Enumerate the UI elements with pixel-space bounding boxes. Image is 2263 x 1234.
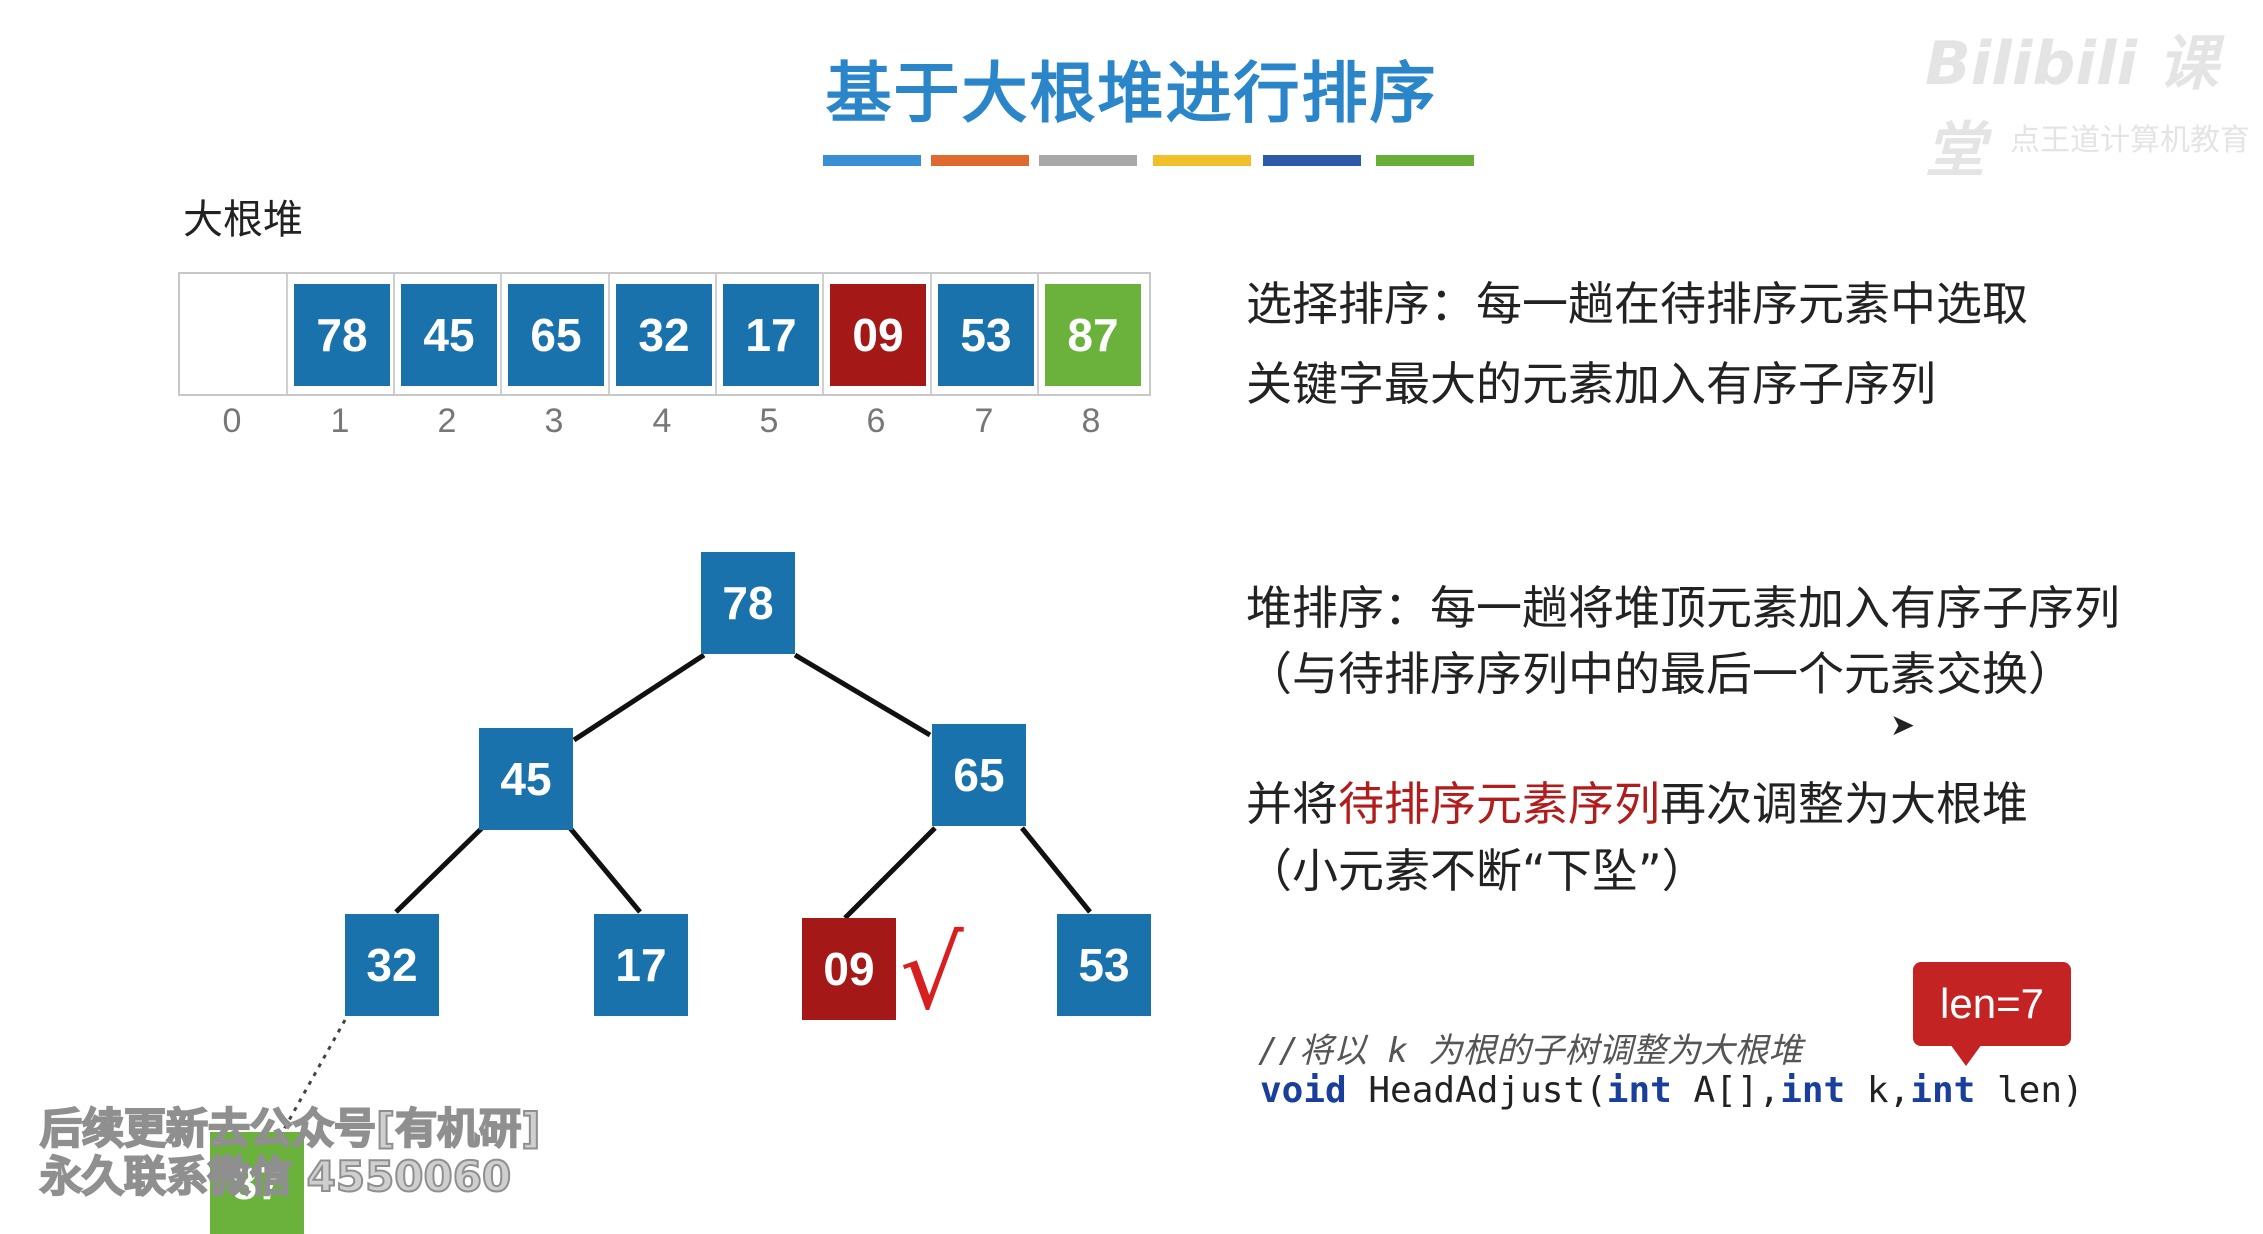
array-cell: 32: [616, 284, 712, 386]
array-cell: [184, 284, 280, 386]
title-bar: [1153, 155, 1251, 166]
tree-node: 78: [701, 552, 795, 654]
code-comment: //将以 k 为根的子树调整为大根堆: [1258, 1031, 1803, 1071]
array-index: 6: [866, 402, 886, 440]
array-index: 8: [1081, 402, 1101, 440]
heap-array: 78 45 65 32 17 09 53 87: [178, 272, 1151, 396]
logo-sub-text: 点王道计算机教育: [2010, 123, 2250, 158]
adjust-line2: （小元素不断“下坠”）: [1246, 844, 1708, 898]
array-separator: [1037, 274, 1039, 394]
array-cell: 09: [830, 284, 926, 386]
code-keyword: int: [1780, 1070, 1846, 1111]
selection-sort-line2: 关键字最大的元素加入有序子序列: [1246, 357, 1936, 411]
tree-edges: [276, 652, 1092, 1141]
code-text: HeadAdjust(: [1346, 1070, 1607, 1111]
array-separator: [500, 274, 502, 394]
selection-sort-line1: 选择排序：每一趟在待排序元素中选取: [1246, 277, 2028, 331]
len-badge: len=7: [1913, 962, 2071, 1046]
tree-node: 09: [802, 918, 896, 1020]
tree-edge: [843, 826, 937, 920]
heap-sort-line1: 堆排序：每一趟将堆顶元素加入有序子序列: [1246, 581, 2120, 635]
logo-main-text: Bilibili 课堂: [1925, 29, 2218, 186]
code-keyword: void: [1260, 1070, 1347, 1111]
bilibili-logo: Bilibili 课堂 点王道计算机教育: [1925, 15, 2263, 186]
tree-edge: [568, 826, 642, 914]
tree-node: 65: [932, 724, 1026, 826]
adjust-prefix: 并将: [1246, 777, 1338, 831]
array-index: 3: [544, 402, 564, 440]
watermark-line2: 永久联系微信 4550060: [39, 1151, 512, 1202]
len-badge-pointer: [1950, 1044, 1982, 1066]
tree-edge: [394, 826, 484, 914]
array-index: 1: [330, 402, 350, 440]
page-title: 基于大根堆进行排序: [825, 55, 1438, 132]
code-keyword: int: [1606, 1070, 1672, 1111]
array-separator: [286, 274, 288, 394]
title-bar: [823, 155, 921, 166]
tree-edge: [572, 652, 706, 743]
tree-node: 53: [1057, 914, 1151, 1016]
code-text: len): [1975, 1070, 2084, 1111]
array-index: 5: [759, 402, 779, 440]
code-line: void HeadAdjust(int A[],int k,int len): [1260, 1070, 2084, 1111]
array-separator: [715, 274, 717, 394]
array-cell: 78: [294, 284, 390, 386]
tree-node: 32: [345, 914, 439, 1016]
tree-node: 45: [479, 728, 573, 830]
array-index: 0: [222, 402, 242, 440]
tree-edge-dotted: [276, 1019, 347, 1141]
heap-label: 大根堆: [183, 197, 303, 243]
title-bar: [1376, 155, 1474, 166]
tree-edge: [1020, 826, 1092, 914]
array-separator: [930, 274, 932, 394]
code-text: A[],: [1671, 1070, 1781, 1111]
adjust-highlight: 待排序元素序列: [1338, 777, 1660, 831]
code-keyword: int: [1910, 1070, 1976, 1111]
code-text: k,: [1845, 1070, 1911, 1111]
array-cell: 87: [1045, 284, 1141, 386]
array-index: 7: [974, 402, 994, 440]
tree-node: 17: [594, 914, 688, 1016]
array-index: 4: [652, 402, 672, 440]
tree-edge: [793, 652, 932, 738]
array-cell: 45: [401, 284, 497, 386]
watermark-line1: 后续更新去公众号[有机研]: [39, 1103, 541, 1154]
array-separator: [608, 274, 610, 394]
array-cell: 17: [723, 284, 819, 386]
array-cell: 53: [938, 284, 1034, 386]
array-separator: [822, 274, 824, 394]
title-bar: [931, 155, 1029, 166]
array-index: 2: [437, 402, 457, 440]
mouse-cursor-icon: ➤: [1890, 708, 1916, 743]
array-separator: [393, 274, 395, 394]
title-bar: [1263, 155, 1361, 166]
check-mark: √: [900, 915, 964, 1032]
adjust-line1: 并将待排序元素序列再次调整为大根堆: [1246, 768, 2028, 834]
adjust-suffix: 再次调整为大根堆: [1660, 777, 2028, 831]
title-bar: [1039, 155, 1137, 166]
heap-sort-line2: （与待排序序列中的最后一个元素交换）: [1246, 647, 2074, 701]
array-cell: 65: [508, 284, 604, 386]
